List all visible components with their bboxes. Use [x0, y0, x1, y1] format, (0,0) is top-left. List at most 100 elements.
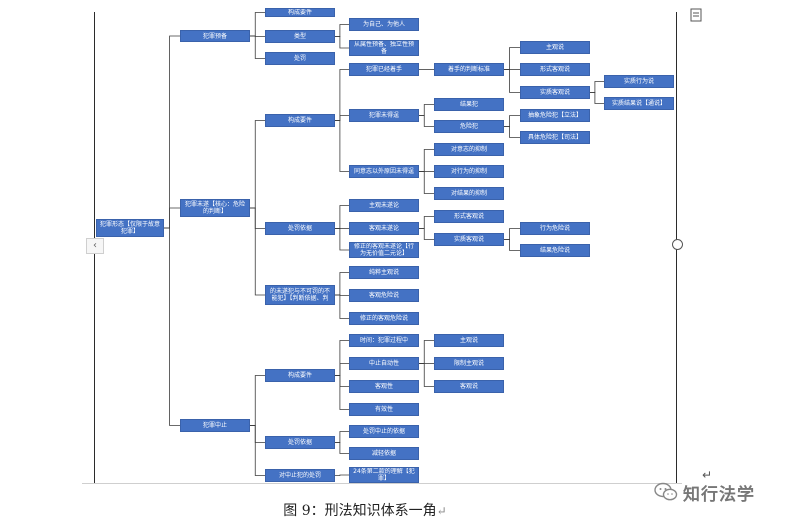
- connector-node-subj-attempt: [335, 205, 349, 229]
- connector-node-attempt: [164, 207, 180, 229]
- caption-text: 图 9：刑法知识体系一角: [283, 503, 437, 519]
- connector-node-modified-obj-danger: [335, 294, 349, 319]
- watermark-text: 知行法学: [683, 484, 755, 505]
- connector-node-result-crime: [419, 104, 434, 116]
- node-vol-limited[interactable]: 限制主观说: [434, 357, 504, 370]
- connector-node-attempt-punish: [250, 207, 265, 229]
- connector-node-pure-subjective: [335, 272, 349, 296]
- node-obj-danger[interactable]: 客观危险说: [349, 289, 419, 302]
- connector-node-prep-type-1: [335, 24, 349, 37]
- node-obj-formal[interactable]: 形式客观说: [434, 210, 504, 223]
- connector-node-aband-reduce: [335, 442, 349, 454]
- node-attempt-elements[interactable]: 构成要件: [265, 114, 335, 127]
- connector-node-aband-time: [335, 340, 349, 376]
- node-prep-type-1[interactable]: 为自己、为他人: [349, 18, 419, 31]
- node-aband-basis[interactable]: 处罚中止的依据: [349, 425, 419, 438]
- connector-node-external-cause: [335, 120, 349, 172]
- paragraph-return-icon: ↵: [702, 468, 713, 482]
- figure-caption: 图 9：刑法知识体系一角↵: [0, 500, 730, 520]
- node-abandonment[interactable]: 犯罪中止: [180, 419, 250, 432]
- connector-node-prep-type-2: [335, 36, 349, 49]
- node-aband-time[interactable]: 时间：犯罪过程中: [349, 334, 419, 347]
- connector-node-aband-elements: [250, 375, 265, 426]
- connector-node-cs-sub-result: [590, 92, 604, 104]
- connector-node-aband-punish: [250, 425, 265, 443]
- node-restrain-result[interactable]: 对结果的抑制: [434, 187, 504, 200]
- connector-node-not-accomplished: [335, 115, 349, 121]
- connector-node-obj-formal: [419, 216, 434, 229]
- node-obj-attempt[interactable]: 客观未遂论: [349, 222, 419, 235]
- node-root[interactable]: 犯罪形态【仅限于故意犯罪】: [96, 219, 164, 237]
- connector-node-concrete-danger: [504, 126, 520, 138]
- node-art24[interactable]: 24条第二款的理解【犯罪】: [349, 467, 419, 483]
- connector-node-abandonment: [164, 227, 180, 426]
- connector-node-cs-sub-act: [590, 81, 604, 93]
- node-impossible[interactable]: 的未遂犯与不可罚的不能犯】【判断依据、判: [265, 285, 335, 305]
- node-prep-types[interactable]: 类型: [265, 30, 335, 43]
- node-cs-substantive[interactable]: 实质客观说: [520, 86, 590, 99]
- connector-node-vol-subjective: [419, 340, 434, 364]
- connector-node-aband-voluntary: [335, 363, 349, 376]
- node-result-danger[interactable]: 结果危险说: [520, 244, 590, 257]
- connector-node-act-danger: [504, 228, 520, 240]
- node-cs-formal[interactable]: 形式客观说: [520, 63, 590, 76]
- node-cs-subjective[interactable]: 主观说: [520, 41, 590, 54]
- node-commence-standard[interactable]: 着手的判断标准: [434, 63, 504, 76]
- node-result-crime[interactable]: 结果犯: [434, 98, 504, 111]
- connector-node-aband-basis: [335, 431, 349, 443]
- watermark: 知行法学: [654, 479, 755, 505]
- node-modified-obj-danger[interactable]: 修正的客观危险说: [349, 312, 419, 325]
- connector-node-abstract-danger: [504, 115, 520, 127]
- node-preparation[interactable]: 犯罪预备: [180, 30, 250, 42]
- connector-node-restrain-will: [419, 149, 434, 172]
- node-aband-voluntary[interactable]: 中止自动性: [349, 357, 419, 370]
- node-aband-objectivity[interactable]: 客观性: [349, 380, 419, 393]
- scroll-left-icon[interactable]: ‹: [86, 238, 104, 254]
- node-danger-crime[interactable]: 危险犯: [434, 120, 504, 133]
- node-subj-attempt[interactable]: 主观未遂论: [349, 199, 419, 212]
- node-external-cause[interactable]: 同意志以外原因未得逞: [349, 165, 419, 178]
- node-aband-reduce[interactable]: 减轻依据: [349, 447, 419, 460]
- node-pure-subjective[interactable]: 纯粹主观说: [349, 266, 419, 279]
- node-concrete-danger[interactable]: 具体危险犯【司法】: [520, 131, 590, 144]
- node-cs-sub-result[interactable]: 实质结果说【通说】: [604, 97, 674, 110]
- connector-node-commenced: [335, 69, 349, 121]
- connector-node-preparation: [164, 35, 180, 229]
- node-act-danger[interactable]: 行为危险说: [520, 222, 590, 235]
- node-aband-penalty[interactable]: 对中止犯的处罚: [265, 469, 335, 482]
- node-restrain-will[interactable]: 对意志的抑制: [434, 143, 504, 156]
- node-prep-type-2[interactable]: 从属性预备、独立性预备: [349, 40, 419, 56]
- node-abstract-danger[interactable]: 抽象危险犯【立法】: [520, 109, 590, 122]
- connector-node-cs-substantive: [504, 69, 520, 93]
- connector-node-vol-objective: [419, 363, 434, 387]
- node-prep-elements[interactable]: 构成要件: [265, 8, 335, 17]
- connector-node-aband-penalty: [250, 425, 265, 476]
- node-aband-punish[interactable]: 处罚依据: [265, 436, 335, 449]
- node-attempt[interactable]: 犯罪未遂【核心：危险的判断】: [180, 199, 250, 217]
- connector-node-result-danger: [504, 239, 520, 251]
- node-vol-objective[interactable]: 客观说: [434, 380, 504, 393]
- connector-node-cs-subjective: [504, 47, 520, 70]
- node-obj-substantive[interactable]: 实质客观说: [434, 233, 504, 246]
- connector-node-prep-punish: [250, 35, 265, 59]
- node-prep-punish[interactable]: 处罚: [265, 52, 335, 65]
- node-modified-obj[interactable]: 修正的客观未遂论【行为无价值二元论】: [349, 242, 419, 258]
- node-attempt-punish[interactable]: 处罚依据: [265, 222, 335, 235]
- connector-node-restrain-result: [419, 171, 434, 194]
- node-aband-elements[interactable]: 构成要件: [265, 369, 335, 382]
- connector-node-obj-substantive: [419, 228, 434, 240]
- connector-node-attempt-elements: [250, 120, 265, 209]
- document-icon[interactable]: [690, 8, 702, 22]
- caption-return-mark: ↵: [436, 504, 447, 518]
- node-restrain-act[interactable]: 对行为的抑制: [434, 165, 504, 178]
- node-not-accomplished[interactable]: 犯罪未得逞: [349, 109, 419, 122]
- connector-node-aband-objectivity: [335, 375, 349, 387]
- node-aband-effective[interactable]: 有效性: [349, 403, 419, 416]
- node-commenced[interactable]: 犯罪已经着手: [349, 63, 419, 76]
- node-cs-sub-act[interactable]: 实质行为说: [604, 75, 674, 88]
- connector-node-impossible: [250, 207, 265, 296]
- node-vol-subjective[interactable]: 主观说: [434, 334, 504, 347]
- connector-node-prep-elements: [250, 12, 265, 37]
- resize-handle-icon[interactable]: [672, 239, 683, 250]
